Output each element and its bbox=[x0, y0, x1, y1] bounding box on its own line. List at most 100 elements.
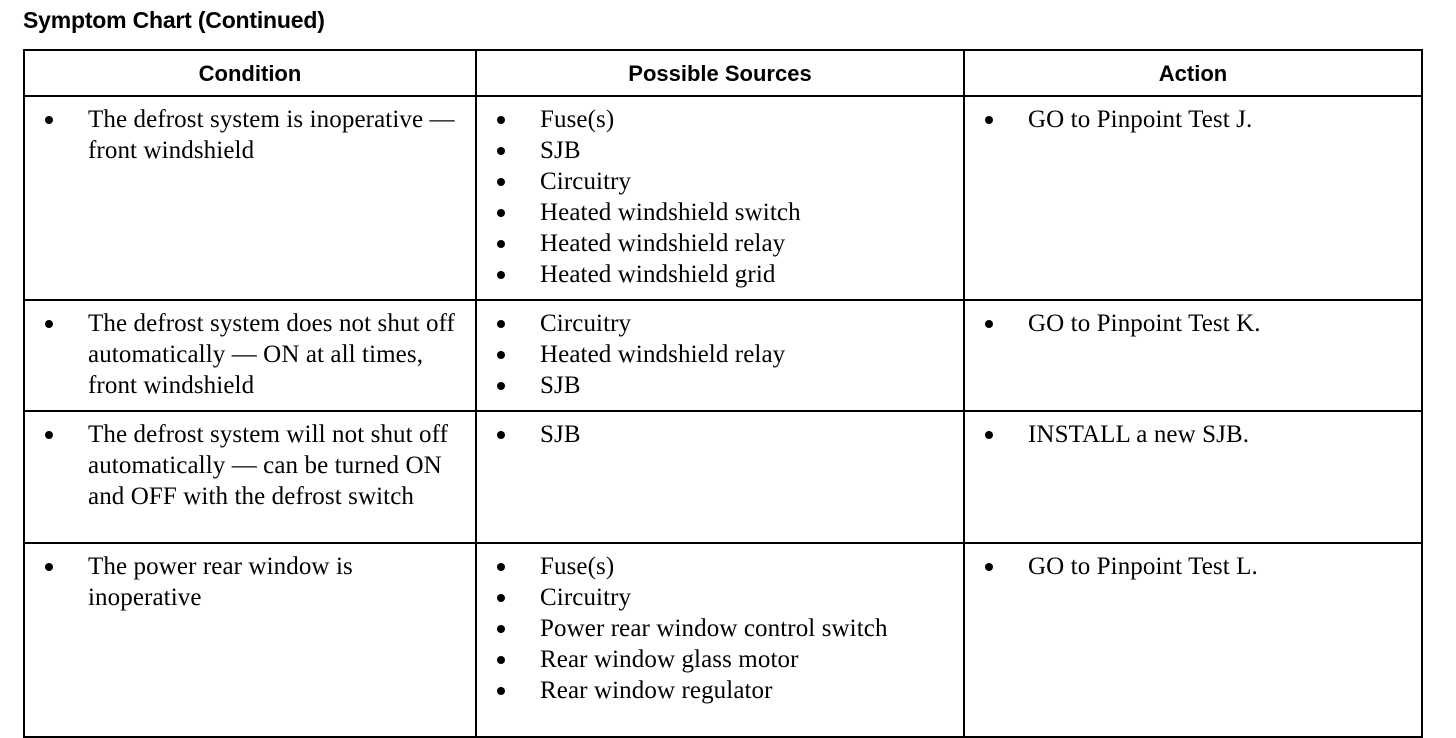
list-item-label: Circuitry bbox=[540, 584, 632, 611]
action-list: GO to Pinpoint Test K. bbox=[971, 308, 1415, 339]
cell-action: GO to Pinpoint Test K. bbox=[963, 299, 1423, 412]
cell-action: INSTALL a new SJB. bbox=[963, 410, 1423, 544]
condition-list: The defrost system is inoperative — fron… bbox=[31, 104, 469, 166]
list-item-label: Heated windshield relay bbox=[540, 341, 786, 368]
list-item: Power rear window control switch bbox=[483, 613, 957, 644]
list-item-label: Heated windshield switch bbox=[540, 199, 801, 226]
bullet-icon bbox=[45, 431, 53, 439]
list-item: Fuse(s) bbox=[483, 104, 957, 135]
bullet-icon bbox=[497, 594, 505, 602]
sources-list: Fuse(s) Circuitry Power rear window cont… bbox=[483, 551, 957, 706]
list-item-label: Rear window glass motor bbox=[540, 646, 799, 673]
action-list: INSTALL a new SJB. bbox=[971, 419, 1415, 450]
list-item-label: Fuse(s) bbox=[540, 553, 615, 580]
list-item-label: Heated windshield grid bbox=[540, 261, 776, 288]
list-item-label: The defrost system is inoperative — fron… bbox=[88, 106, 455, 164]
cell-condition: The defrost system will not shut off aut… bbox=[23, 410, 477, 544]
bullet-icon bbox=[497, 431, 505, 439]
bullet-icon bbox=[45, 563, 53, 571]
list-item-label: Rear window regulator bbox=[540, 677, 773, 704]
cell-possible-sources: Fuse(s) Circuitry Power rear window cont… bbox=[475, 542, 965, 738]
bullet-icon bbox=[497, 563, 505, 571]
list-item-label: Power rear window control switch bbox=[540, 615, 888, 642]
list-item-label: Fuse(s) bbox=[540, 106, 615, 133]
list-item-label: Circuitry bbox=[540, 168, 632, 195]
bullet-icon bbox=[497, 240, 505, 248]
list-item: GO to Pinpoint Test K. bbox=[971, 308, 1415, 339]
sources-list: Fuse(s) SJB Circuitry bbox=[483, 104, 957, 290]
table-row: The defrost system is inoperative — fron… bbox=[23, 95, 1423, 301]
action-list: GO to Pinpoint Test L. bbox=[971, 551, 1415, 582]
list-item-label: SJB bbox=[540, 372, 581, 399]
condition-list: The defrost system does not shut off aut… bbox=[31, 308, 469, 401]
list-item: Fuse(s) bbox=[483, 551, 957, 582]
cell-possible-sources: Fuse(s) SJB Circuitry bbox=[475, 95, 965, 301]
list-item: SJB bbox=[483, 419, 957, 450]
list-item: GO to Pinpoint Test L. bbox=[971, 551, 1415, 582]
list-item: GO to Pinpoint Test J. bbox=[971, 104, 1415, 135]
list-item: Rear window regulator bbox=[483, 675, 957, 706]
list-item: Heated windshield relay bbox=[483, 339, 957, 370]
list-item: Rear window glass motor bbox=[483, 644, 957, 675]
symptom-chart-table: Condition Possible Sources Action The de… bbox=[23, 49, 1423, 738]
cell-possible-sources: SJB bbox=[475, 410, 965, 544]
list-item-label: GO to Pinpoint Test K. bbox=[1028, 310, 1261, 337]
list-item: Heated windshield grid bbox=[483, 259, 957, 290]
list-item: Heated windshield relay bbox=[483, 228, 957, 259]
table-row: The power rear window is inoperative Fus… bbox=[23, 542, 1423, 738]
table-body: The defrost system is inoperative — fron… bbox=[23, 95, 1423, 738]
bullet-icon bbox=[985, 563, 993, 571]
cell-condition: The defrost system is inoperative — fron… bbox=[23, 95, 477, 301]
list-item: The defrost system does not shut off aut… bbox=[31, 308, 469, 401]
bullet-icon bbox=[497, 116, 505, 124]
table-row: The defrost system will not shut off aut… bbox=[23, 410, 1423, 544]
cell-action: GO to Pinpoint Test L. bbox=[963, 542, 1423, 738]
cell-condition: The defrost system does not shut off aut… bbox=[23, 299, 477, 412]
list-item: The defrost system will not shut off aut… bbox=[31, 419, 469, 512]
column-header-action: Action bbox=[963, 49, 1423, 97]
cell-condition: The power rear window is inoperative bbox=[23, 542, 477, 738]
table-row: The defrost system does not shut off aut… bbox=[23, 299, 1423, 412]
sources-list: SJB bbox=[483, 419, 957, 450]
bullet-icon bbox=[497, 625, 505, 633]
page-title: Symptom Chart (Continued) bbox=[23, 7, 325, 33]
bullet-icon bbox=[497, 178, 505, 186]
list-item: Heated windshield switch bbox=[483, 197, 957, 228]
table-header-row: Condition Possible Sources Action bbox=[23, 49, 1423, 97]
list-item-label: The defrost system does not shut off aut… bbox=[88, 310, 455, 399]
column-header-possible-sources: Possible Sources bbox=[475, 49, 965, 97]
action-list: GO to Pinpoint Test J. bbox=[971, 104, 1415, 135]
bullet-icon bbox=[497, 271, 505, 279]
bullet-icon bbox=[985, 116, 993, 124]
sources-list: Circuitry Heated windshield relay SJB bbox=[483, 308, 957, 401]
list-item-label: INSTALL a new SJB. bbox=[1028, 421, 1250, 448]
cell-possible-sources: Circuitry Heated windshield relay SJB bbox=[475, 299, 965, 412]
list-item: Circuitry bbox=[483, 308, 957, 339]
condition-list: The power rear window is inoperative bbox=[31, 551, 469, 613]
bullet-icon bbox=[497, 656, 505, 664]
bullet-icon bbox=[497, 687, 505, 695]
list-item: SJB bbox=[483, 370, 957, 401]
cell-action: GO to Pinpoint Test J. bbox=[963, 95, 1423, 301]
table-header: Condition Possible Sources Action bbox=[23, 49, 1423, 97]
list-item: The power rear window is inoperative bbox=[31, 551, 469, 613]
list-item-label: The power rear window is inoperative bbox=[88, 553, 353, 611]
list-item-label: GO to Pinpoint Test J. bbox=[1028, 106, 1253, 133]
list-item: Circuitry bbox=[483, 166, 957, 197]
list-item: The defrost system is inoperative — fron… bbox=[31, 104, 469, 166]
list-item-label: Circuitry bbox=[540, 310, 632, 337]
bullet-icon bbox=[985, 320, 993, 328]
list-item-label: SJB bbox=[540, 421, 581, 448]
bullet-icon bbox=[45, 320, 53, 328]
bullet-icon bbox=[497, 209, 505, 217]
list-item-label: SJB bbox=[540, 137, 581, 164]
list-item-label: The defrost system will not shut off aut… bbox=[88, 421, 449, 510]
bullet-icon bbox=[985, 431, 993, 439]
bullet-icon bbox=[45, 116, 53, 124]
list-item: INSTALL a new SJB. bbox=[971, 419, 1415, 450]
column-header-condition: Condition bbox=[23, 49, 477, 97]
bullet-icon bbox=[497, 382, 505, 390]
list-item: SJB bbox=[483, 135, 957, 166]
list-item: Circuitry bbox=[483, 582, 957, 613]
